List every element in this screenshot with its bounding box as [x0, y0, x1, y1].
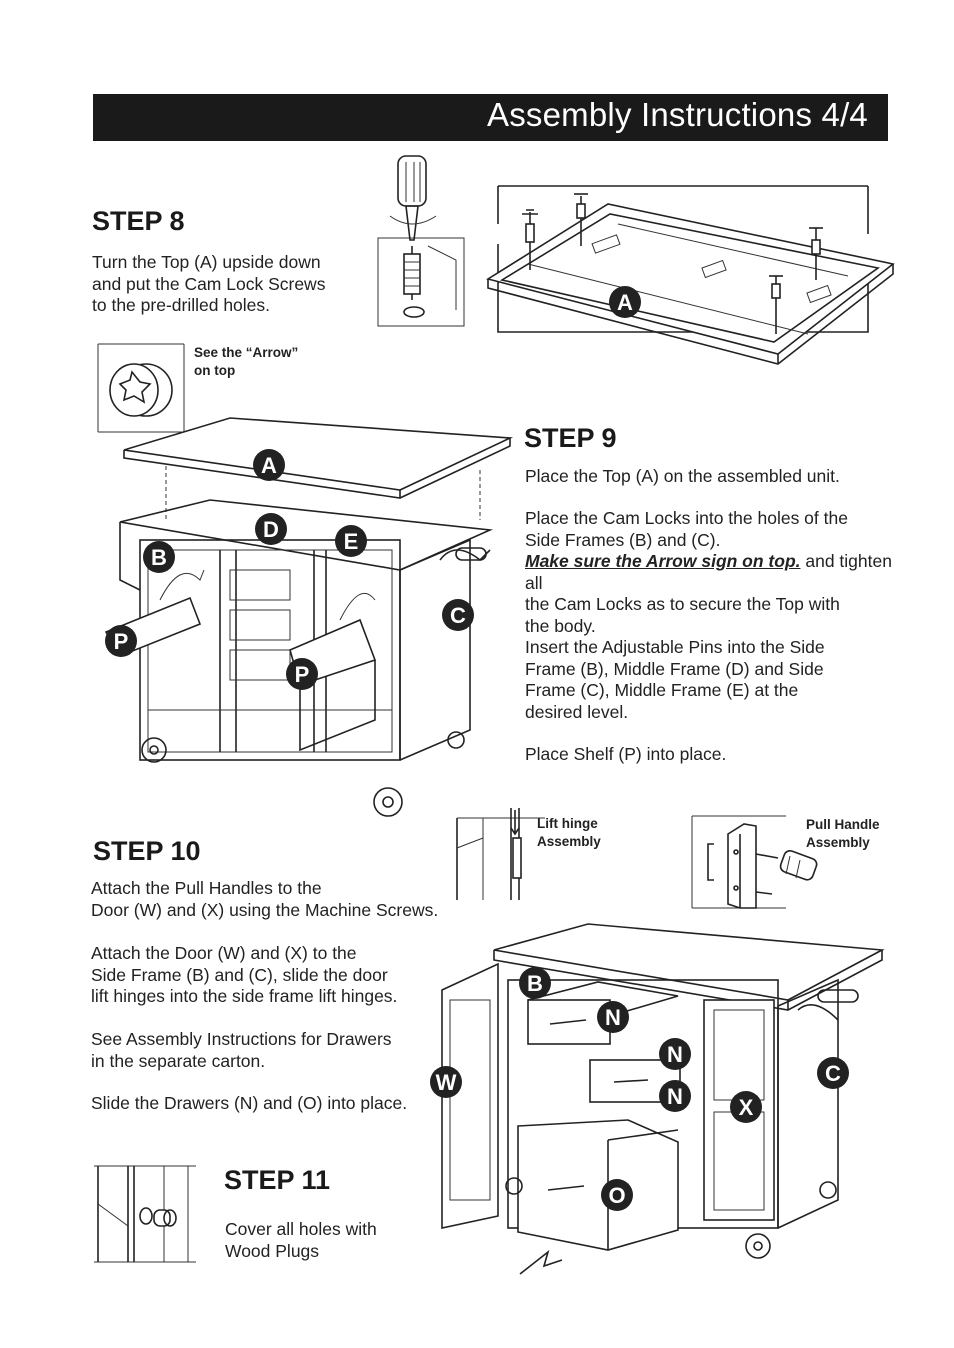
header-bar: Assembly Instructions 4/4 — [93, 94, 888, 141]
label-a-step8: A — [609, 286, 641, 318]
table-top-upside-down-illustration — [485, 185, 895, 365]
svg-text:N: N — [667, 1084, 683, 1109]
label-b-step10: B — [519, 967, 551, 999]
step9-text-5: Place Shelf (P) into place. — [525, 744, 727, 764]
svg-text:C: C — [825, 1061, 841, 1086]
step8-cam-note: See the “Arrow” on top — [194, 345, 299, 378]
svg-text:P: P — [295, 662, 310, 687]
step9-title: STEP 9 — [524, 423, 617, 453]
wood-plug-illustration — [94, 1165, 196, 1263]
pull-handle-illustration — [691, 815, 818, 909]
step9-text-1: Place the Top (A) on the assembled unit. — [525, 466, 840, 486]
step9-text-3-rest: and tighten all the Cam Locks as to secu… — [525, 551, 892, 636]
svg-text:B: B — [151, 545, 167, 570]
svg-text:P: P — [114, 629, 129, 654]
svg-text:O: O — [608, 1183, 625, 1208]
label-n-2: N — [659, 1038, 691, 1070]
screwdriver-illustration — [377, 155, 465, 327]
svg-text:A: A — [261, 453, 277, 478]
label-x: X — [730, 1091, 762, 1123]
svg-text:D: D — [263, 517, 279, 542]
label-w: W — [430, 1066, 462, 1098]
label-b-step9: B — [143, 541, 175, 573]
lift-hinge-note: Lift hinge Assembly — [537, 816, 601, 849]
label-p-right: P — [286, 658, 318, 690]
step11-text: Cover all holes with Wood Plugs — [225, 1219, 377, 1261]
label-d: D — [255, 513, 287, 545]
pull-handle-note: Pull Handle Assembly — [806, 817, 880, 850]
step10-text-4: Slide the Drawers (N) and (O) into place… — [91, 1093, 408, 1113]
svg-text:A: A — [617, 290, 633, 315]
label-e: E — [335, 525, 367, 557]
svg-text:X: X — [739, 1095, 754, 1120]
svg-text:C: C — [450, 603, 466, 628]
step10-text-2: Attach the Door (W) and (X) to the Side … — [91, 943, 398, 1006]
label-o: O — [601, 1179, 633, 1211]
step9-emphasis: Make sure the Arrow sign on top. — [525, 551, 801, 571]
step8-title: STEP 8 — [92, 206, 185, 236]
step9-text-4: Insert the Adjustable Pins into the Side… — [525, 637, 825, 722]
step9-text-3: Make sure the Arrow sign on top. and tig… — [525, 551, 905, 637]
step10-text-1: Attach the Pull Handles to the Door (W) … — [91, 878, 439, 920]
label-c-step10: C — [817, 1057, 849, 1089]
svg-text:N: N — [605, 1005, 621, 1030]
svg-text:W: W — [436, 1070, 457, 1095]
label-n-3: N — [659, 1080, 691, 1112]
cam-lock-icon — [97, 343, 185, 433]
step8-text: Turn the Top (A) upside down and put the… — [92, 252, 326, 315]
step10-text-3: See Assembly Instructions for Drawers in… — [91, 1029, 392, 1071]
svg-text:N: N — [667, 1042, 683, 1067]
step9-text-2: Place the Cam Locks into the holes of th… — [525, 508, 848, 550]
svg-text:E: E — [344, 529, 359, 554]
lift-hinge-illustration — [456, 808, 545, 900]
label-c-step9: C — [442, 599, 474, 631]
step10-title: STEP 10 — [93, 836, 201, 866]
step11-title: STEP 11 — [224, 1165, 331, 1195]
label-a-step9: A — [253, 449, 285, 481]
label-p-left: P — [105, 625, 137, 657]
label-n-1: N — [597, 1001, 629, 1033]
page-title: Assembly Instructions 4/4 — [487, 96, 868, 133]
svg-text:B: B — [527, 971, 543, 996]
